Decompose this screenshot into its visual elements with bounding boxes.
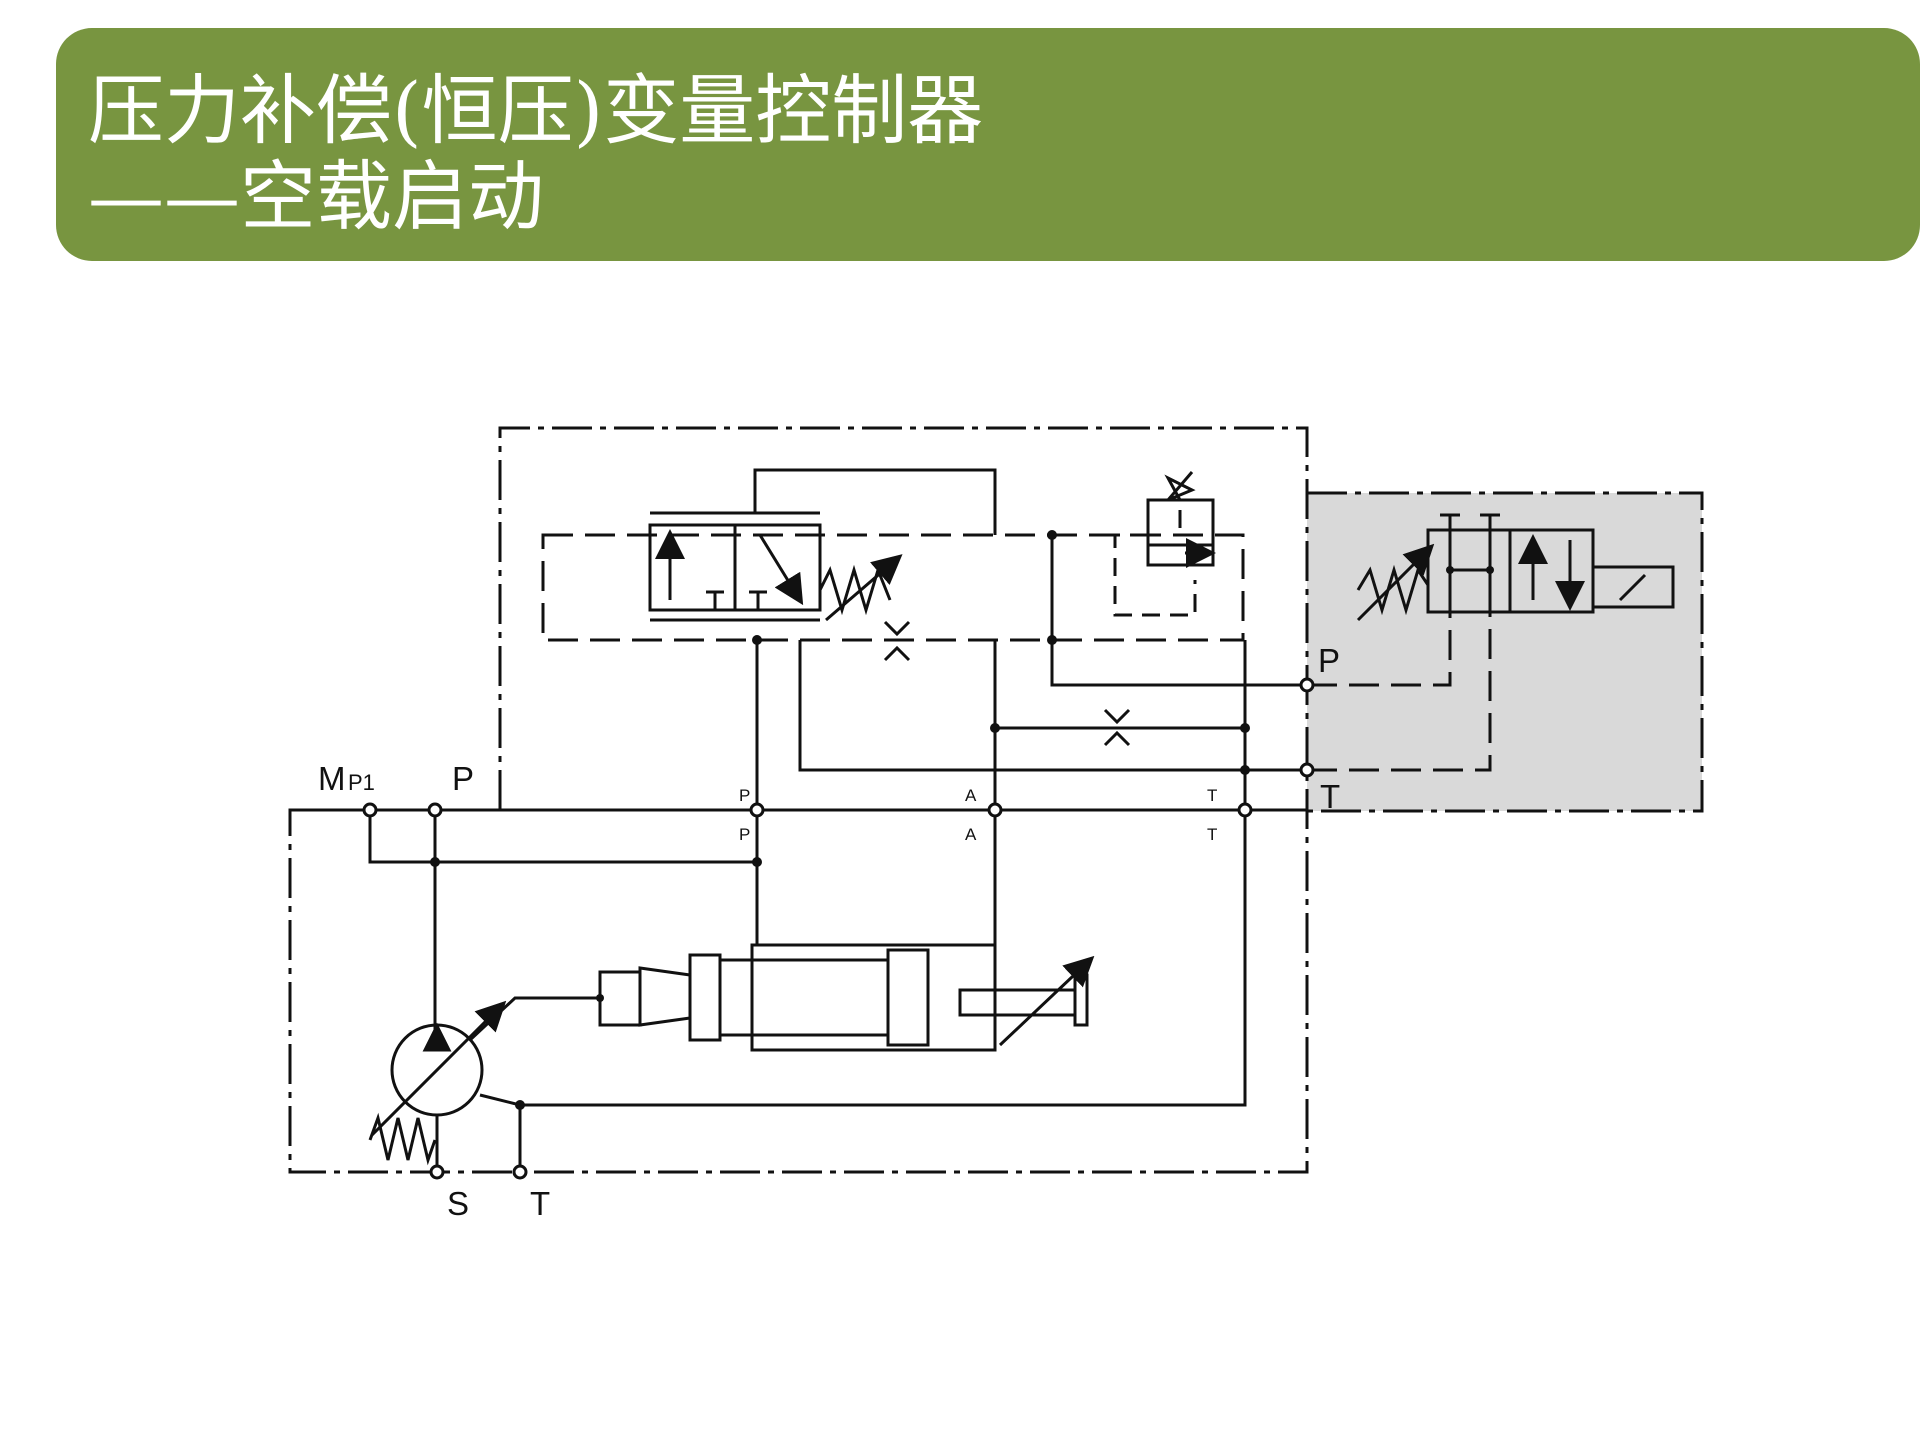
junction-dot xyxy=(1047,530,1057,540)
label-port-p-lower: P xyxy=(739,825,750,844)
junction-dot xyxy=(990,723,1000,733)
compensator-valve xyxy=(648,511,903,622)
pilot-zone-border xyxy=(1307,491,1704,813)
feedback-line xyxy=(753,468,997,535)
case-drain-line xyxy=(518,810,1247,1172)
label-port-t-upper: T xyxy=(1207,786,1217,805)
line-valve-drain xyxy=(798,640,1307,772)
pump-pressure-line xyxy=(368,810,759,1040)
label-case-t: T xyxy=(530,1185,550,1222)
port-s xyxy=(429,1164,445,1180)
title-line-2: ——空载启动 xyxy=(88,152,544,241)
port-p-pump xyxy=(427,802,443,818)
label-pilot-t: T xyxy=(1320,778,1340,815)
junction-dot xyxy=(752,857,762,867)
junction-dot xyxy=(1240,765,1250,775)
label-pilot-p: P xyxy=(1318,642,1340,679)
label-pump-p: P xyxy=(452,760,474,797)
label-port-p-upper: P xyxy=(739,786,750,805)
pilot-valve-zone xyxy=(1307,493,1702,811)
orifice-upper xyxy=(883,620,911,662)
control-valve-housing xyxy=(541,533,1245,642)
pilot-solenoid-valve xyxy=(1356,513,1675,622)
junction-dot xyxy=(430,857,440,867)
port-mp1 xyxy=(362,802,378,818)
port-a-mid xyxy=(987,802,1003,818)
servo-piston xyxy=(598,943,1095,1052)
junction-dot xyxy=(1446,566,1454,574)
port-p-pilot xyxy=(1299,677,1315,693)
label-port-t-lower: T xyxy=(1207,825,1217,844)
title-banner: 压力补偿(恒压)变量控制器 ——空载启动 xyxy=(56,28,1920,261)
junction-dot xyxy=(752,635,762,645)
port-t-case xyxy=(512,1164,528,1180)
orifice-middle xyxy=(1103,708,1131,747)
pump-drain-connection xyxy=(479,1093,521,1107)
junction-dot xyxy=(1047,635,1057,645)
label-port-a-upper: A xyxy=(965,786,977,805)
port-labels: M P1 P P P A A T T P T S T xyxy=(318,642,1340,1222)
label-mp1: M xyxy=(318,760,346,797)
label-port-a-lower: A xyxy=(965,825,977,844)
title-line-1: 压力补偿(恒压)变量控制器 xyxy=(88,66,984,155)
port-t-pilot xyxy=(1299,762,1315,778)
label-suction-s: S xyxy=(447,1185,469,1222)
line-relief-feed xyxy=(1050,535,1307,687)
variable-pump xyxy=(368,1000,507,1172)
port-t-mid xyxy=(1237,802,1253,818)
label-mp1-sub: P1 xyxy=(348,770,375,795)
relief-valve xyxy=(1113,471,1216,617)
junction-dot xyxy=(515,1100,525,1110)
junction-dot xyxy=(1486,566,1494,574)
port-p-mid xyxy=(749,802,765,818)
junction-dot xyxy=(596,994,604,1002)
compensator-enclosure xyxy=(288,426,1309,1174)
junction-dot xyxy=(1240,723,1250,733)
